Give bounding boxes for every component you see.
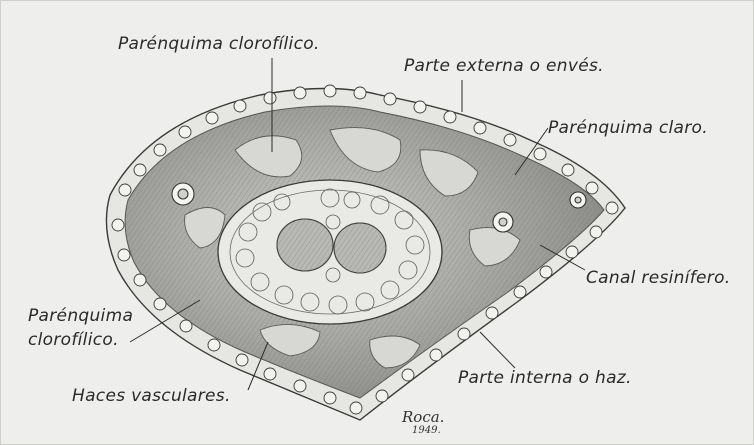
signature-name: Roca.: [402, 410, 444, 425]
label-parenquima-claro: Parénquima claro.: [548, 118, 708, 138]
label-haces-vasculares: Haces vasculares.: [72, 386, 231, 406]
label-parenquima-clorofilico-left-line2: clorofílico.: [28, 330, 119, 350]
label-parte-interna: Parte interna o haz.: [458, 368, 632, 388]
signature-year: 1949.: [412, 426, 441, 436]
label-parenquima-clorofilico-left-line1: Parénquima: [28, 306, 133, 326]
label-parenquima-clorofilico-top: Parénquima clorofílico.: [118, 34, 320, 54]
label-canal-resinifero: Canal resinífero.: [586, 268, 730, 288]
label-parte-externa: Parte externa o envés.: [404, 56, 604, 76]
